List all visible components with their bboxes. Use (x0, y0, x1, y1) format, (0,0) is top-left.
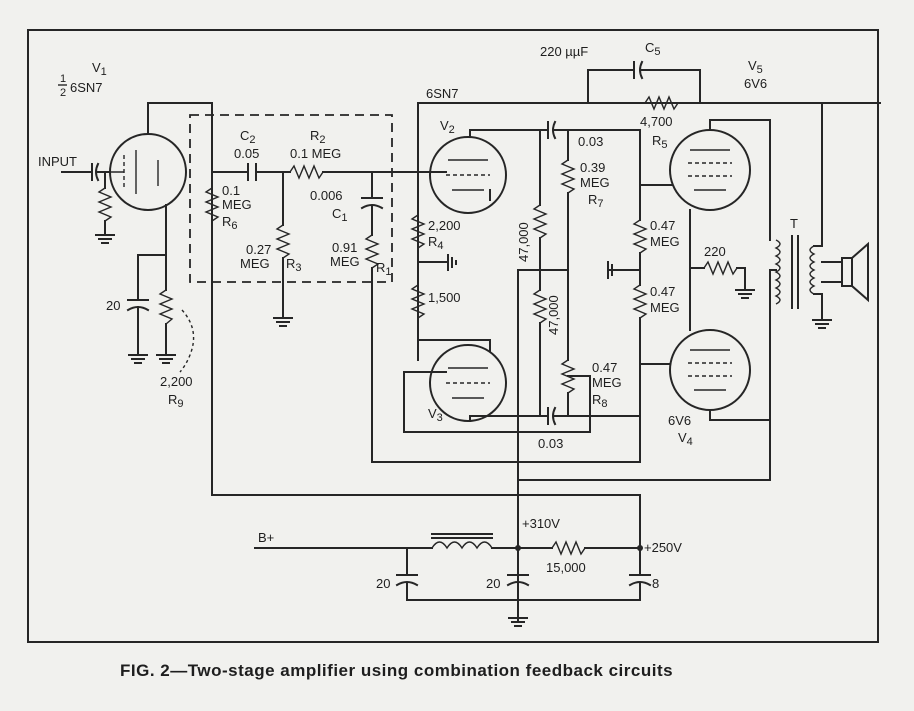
label-r3: R3 (286, 256, 302, 274)
tube-v5 (669, 129, 751, 211)
label-r-047-lower: 0.47 (650, 284, 675, 299)
label-c1-value: 0.006 (310, 188, 343, 203)
label-r7-value: 0.39 (580, 160, 605, 175)
tube-v4 (669, 329, 751, 411)
label-r3-value: 0.27 (246, 242, 271, 257)
label-plus-310v: +310V (522, 516, 560, 531)
label-r2-value: 0.1 MEG (290, 146, 341, 161)
feedback-network-box (189, 114, 393, 283)
label-v3: V3 (428, 406, 443, 424)
label-v4: V4 (678, 430, 693, 448)
label-r6-unit: MEG (222, 197, 252, 212)
label-r4: R4 (428, 234, 444, 252)
tube-v2 (429, 136, 507, 214)
label-r-1500: 1,500 (428, 290, 461, 305)
label-r2: R2 (310, 128, 326, 146)
label-r1-value: 0.91 (332, 240, 357, 255)
label-v5: V5 (748, 58, 763, 76)
label-cap-003-top: 0.03 (578, 134, 603, 149)
label-c5-value: 220 µµF (540, 44, 588, 59)
label-r7-unit: MEG (580, 175, 610, 190)
label-r4-value: 2,200 (428, 218, 461, 233)
label-transformer: T (790, 216, 798, 231)
tube-v3 (429, 344, 507, 422)
label-r6: R6 (222, 214, 238, 232)
label-cap-8: 8 (652, 576, 659, 591)
label-v1-frac-num: 1 (60, 73, 66, 85)
label-r-47000-lower: 47,000 (546, 295, 561, 335)
label-cap-20-left: 20 (376, 576, 390, 591)
label-r-047-upper-unit: MEG (650, 234, 680, 249)
label-r1: R1 (376, 260, 392, 278)
label-r5: R5 (652, 133, 668, 151)
figure-caption: FIG. 2—Two-stage amplifier using combina… (120, 661, 673, 680)
label-r8: R8 (592, 392, 608, 410)
label-r9: R9 (168, 392, 184, 410)
label-v1-type: 6SN7 (70, 80, 103, 95)
label-input: INPUT (38, 154, 77, 169)
label-r7: R7 (588, 192, 604, 210)
output-transformer (774, 235, 816, 309)
label-r3-unit: MEG (240, 256, 270, 271)
label-v1-frac-den: 2 (60, 87, 66, 99)
label-c2-value: 0.05 (234, 146, 259, 161)
label-r6-value: 0.1 (222, 183, 240, 198)
tube-v1 (104, 133, 187, 211)
label-r1-unit: MEG (330, 254, 360, 269)
label-r8-unit: MEG (592, 375, 622, 390)
diagram-border (27, 29, 879, 643)
label-r8-value: 0.47 (592, 360, 617, 375)
label-v2: V2 (440, 118, 455, 136)
label-v5-type: 6V6 (744, 76, 767, 91)
label-r-15000: 15,000 (546, 560, 586, 575)
label-v1: V1 (92, 60, 107, 78)
label-6sn7: 6SN7 (426, 86, 459, 101)
label-r9-value: 2,200 (160, 374, 193, 389)
choke-inductor (431, 533, 493, 550)
label-c2: C2 (240, 128, 256, 146)
speaker-icon (821, 241, 869, 303)
label-r5-value: 4,700 (640, 114, 673, 129)
label-v4-type: 6V6 (668, 413, 691, 428)
label-r-047-lower-unit: MEG (650, 300, 680, 315)
label-c1: C1 (332, 206, 348, 224)
label-b-plus: B+ (258, 530, 274, 545)
label-r-220: 220 (704, 244, 726, 259)
label-c5: C5 (645, 40, 661, 58)
label-r-47000-upper: 47,000 (516, 222, 531, 262)
label-cap-20-cathode: 20 (106, 298, 120, 313)
label-r-047-upper: 0.47 (650, 218, 675, 233)
label-cap-003-bottom: 0.03 (538, 436, 563, 451)
label-plus-250v: +250V (644, 540, 682, 555)
label-cap-20-mid: 20 (486, 576, 500, 591)
